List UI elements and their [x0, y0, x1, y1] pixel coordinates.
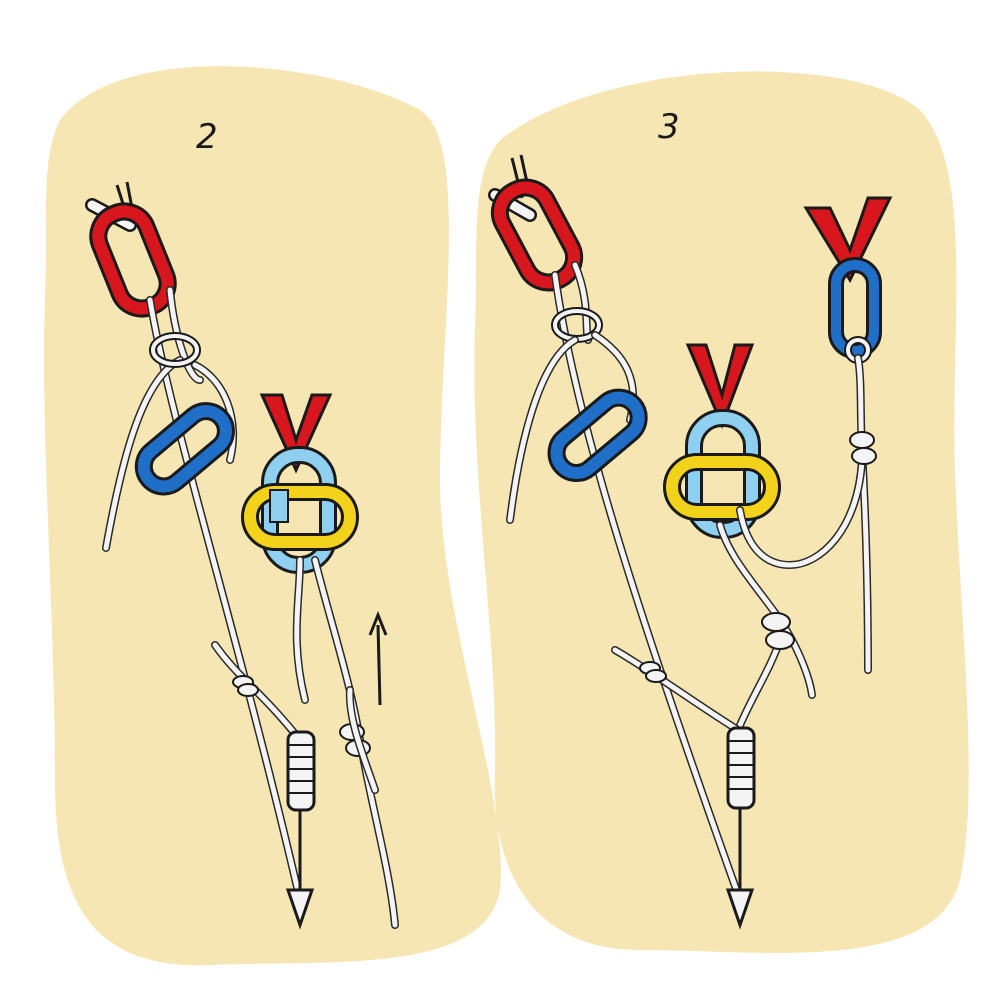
red-v-sling — [259, 393, 333, 474]
small-knot-3 — [639, 661, 667, 683]
step-label-3: 3 — [658, 107, 680, 147]
red-anchor-link-3 — [490, 178, 584, 292]
small-knot — [232, 675, 259, 697]
red-v-sling-right — [803, 196, 893, 284]
step-label-2: 2 — [196, 117, 218, 157]
down-arrow-3 — [725, 808, 755, 930]
down-arrow — [285, 810, 315, 930]
hitch-loop — [149, 332, 201, 368]
branch-rope-3 — [611, 646, 742, 734]
figure-knot — [339, 686, 379, 794]
yellow-carabiner-3 — [663, 453, 781, 521]
coil-knot-3 — [726, 726, 756, 810]
blue-carabiner-3 — [547, 388, 648, 482]
loose-rope-end — [102, 356, 238, 552]
device-rope — [292, 556, 399, 929]
main-rope — [146, 286, 304, 904]
right-rope — [736, 354, 872, 674]
panel-2: 2 — [43, 66, 501, 966]
figure-eight-knot — [761, 612, 795, 650]
blue-carabiner — [134, 402, 235, 496]
coil-knot — [286, 730, 316, 812]
up-arrow — [368, 610, 388, 706]
yellow-carabiner — [241, 483, 359, 551]
blue-carabiner-right — [828, 257, 882, 359]
panel-3: 3 — [474, 71, 969, 953]
figure-knot-right — [849, 431, 877, 465]
